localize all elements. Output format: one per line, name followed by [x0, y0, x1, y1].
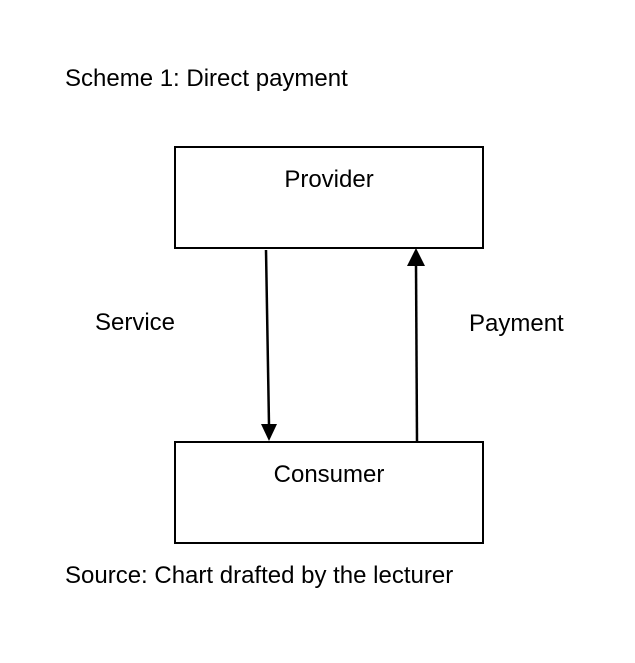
payment-arrowhead: [407, 248, 425, 266]
service-edge-label: Service: [95, 309, 176, 336]
payment-arrow: [407, 248, 425, 442]
provider-label: Provider: [284, 166, 374, 193]
service-arrow: [261, 249, 277, 441]
payment-edge-label: Payment: [469, 310, 564, 337]
diagram-title: Scheme 1: Direct payment: [65, 65, 348, 92]
source-caption: Source: Chart drafted by the lecturer: [65, 562, 454, 589]
service-arrowhead: [261, 424, 277, 441]
consumer-label: Consumer: [273, 461, 385, 488]
provider-node: Provider: [174, 146, 484, 249]
consumer-node: Consumer: [174, 441, 484, 544]
